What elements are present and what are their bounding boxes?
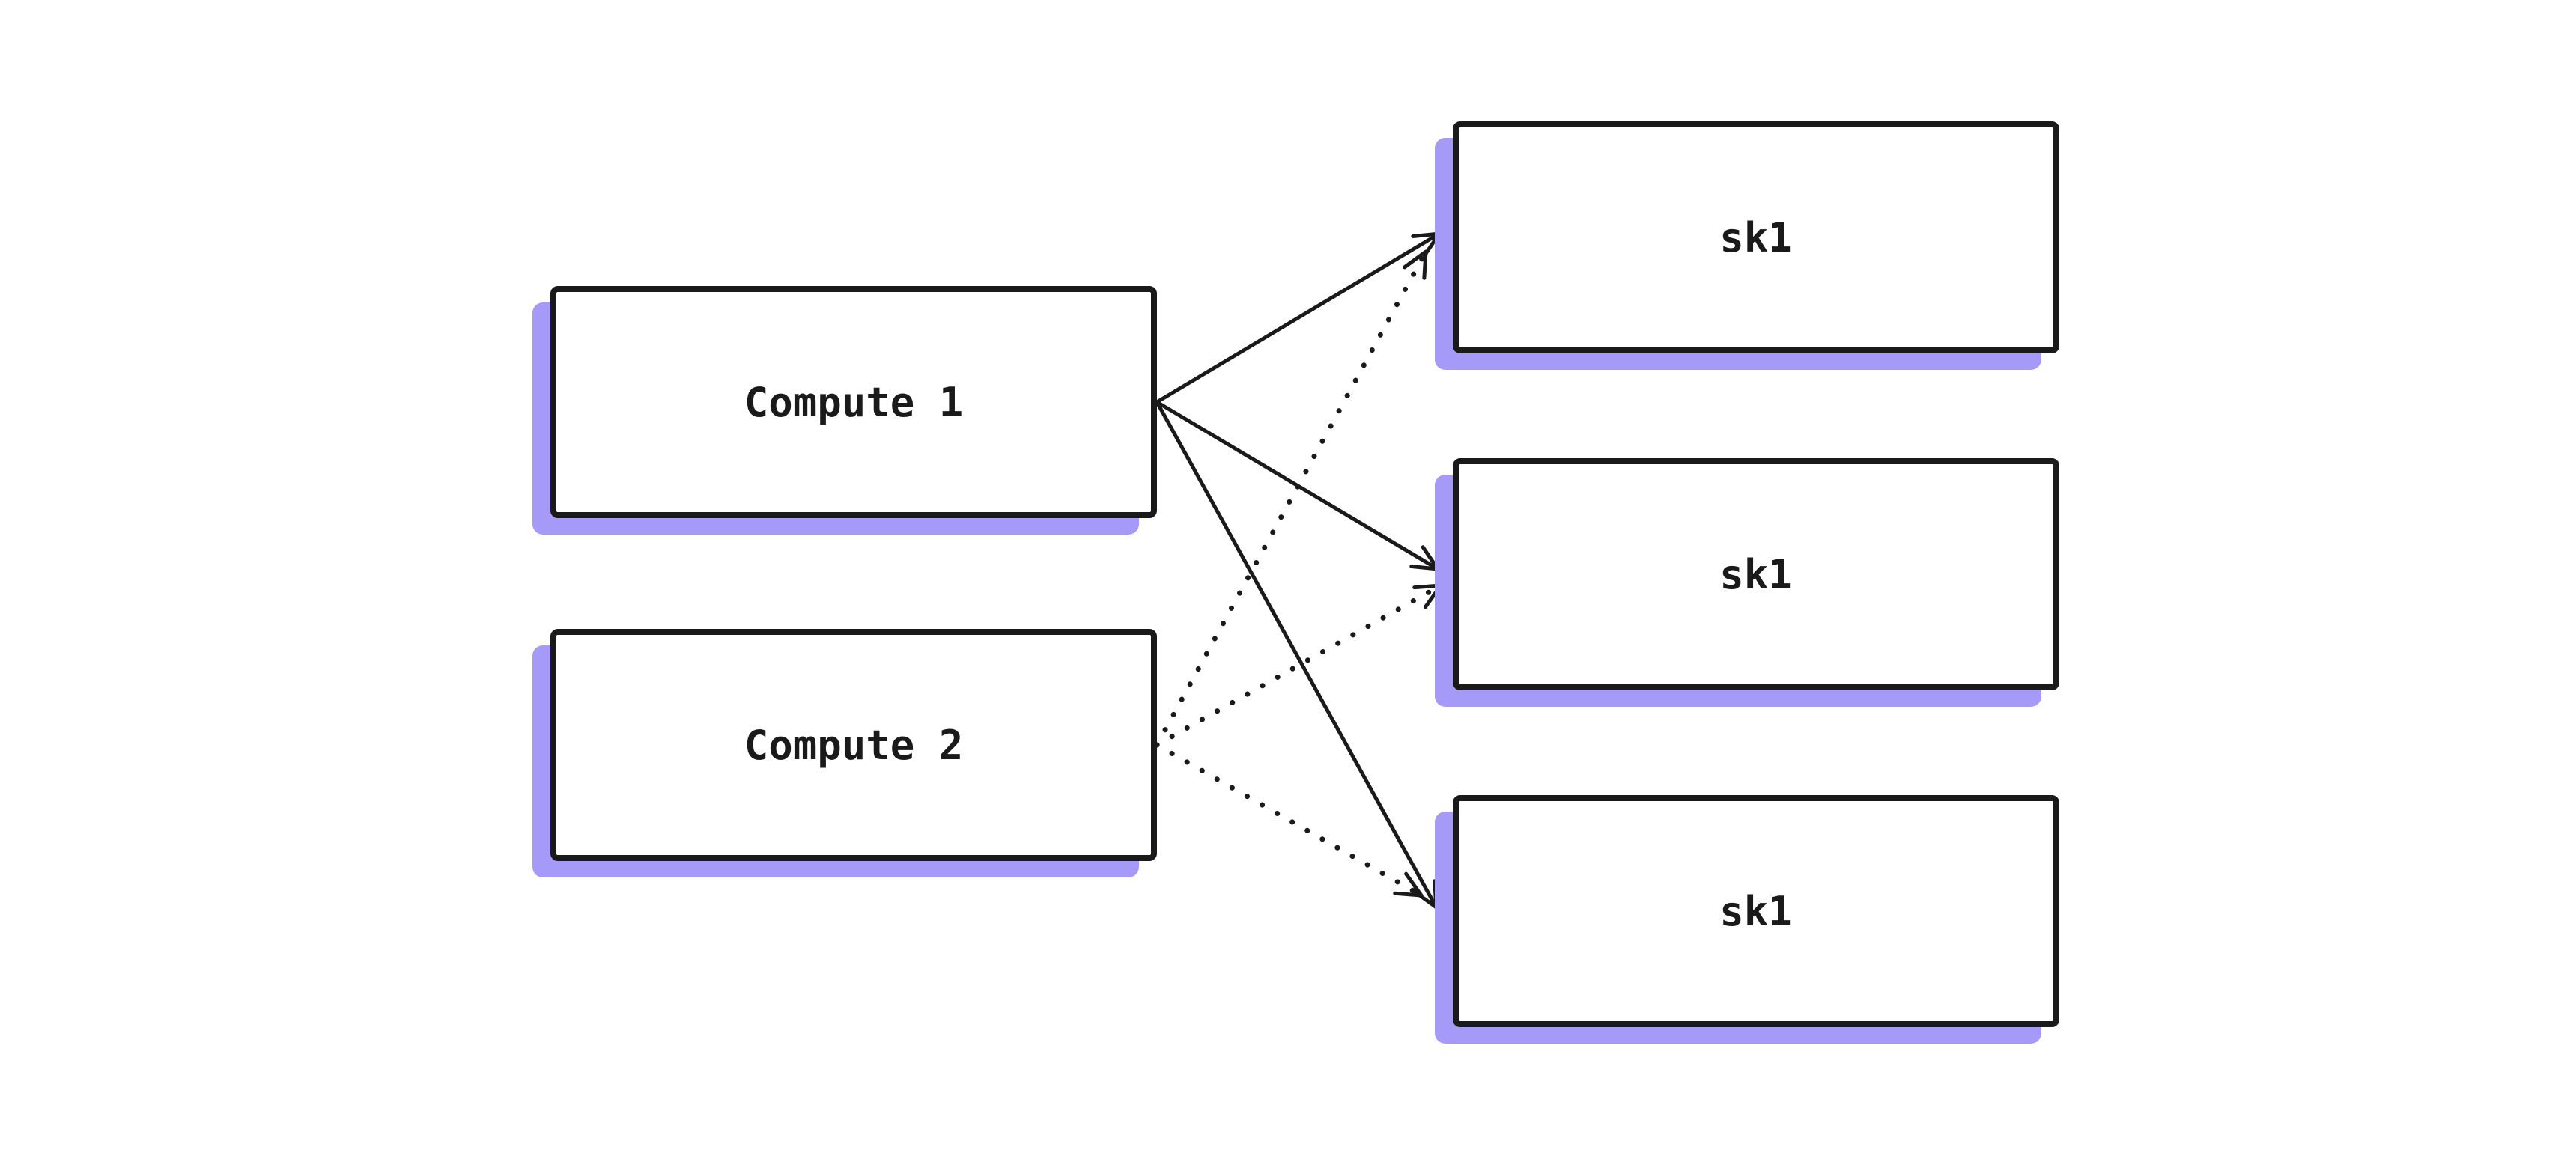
- node-box: sk1: [1453, 458, 2059, 690]
- node-label: sk1: [1719, 213, 1793, 261]
- node-compute-1: Compute 1: [532, 286, 1157, 535]
- edge-compute2-to-sk1-middle: [1154, 582, 1444, 748]
- edge-compute1-to-sk1-bottom: [1155, 400, 1439, 910]
- node-box: sk1: [1453, 121, 2059, 353]
- node-label: Compute 2: [744, 721, 964, 769]
- node-box: sk1: [1453, 795, 2059, 1027]
- node-sk1-bottom: sk1: [1435, 795, 2059, 1044]
- node-label: Compute 1: [744, 378, 964, 426]
- node-compute-2: Compute 2: [532, 629, 1157, 877]
- node-box: Compute 2: [550, 629, 1157, 861]
- edge-compute1-to-sk1-top: [1155, 231, 1442, 404]
- node-label: sk1: [1719, 887, 1793, 935]
- node-sk1-top: sk1: [1435, 121, 2059, 370]
- edge-compute1-to-sk1-middle: [1155, 400, 1440, 571]
- edge-compute2-to-sk1-bottom: [1154, 742, 1424, 898]
- edge-compute2-to-sk1-top: [1154, 249, 1429, 748]
- node-box: Compute 1: [550, 286, 1157, 518]
- node-sk1-middle: sk1: [1435, 458, 2059, 707]
- node-label: sk1: [1719, 550, 1793, 598]
